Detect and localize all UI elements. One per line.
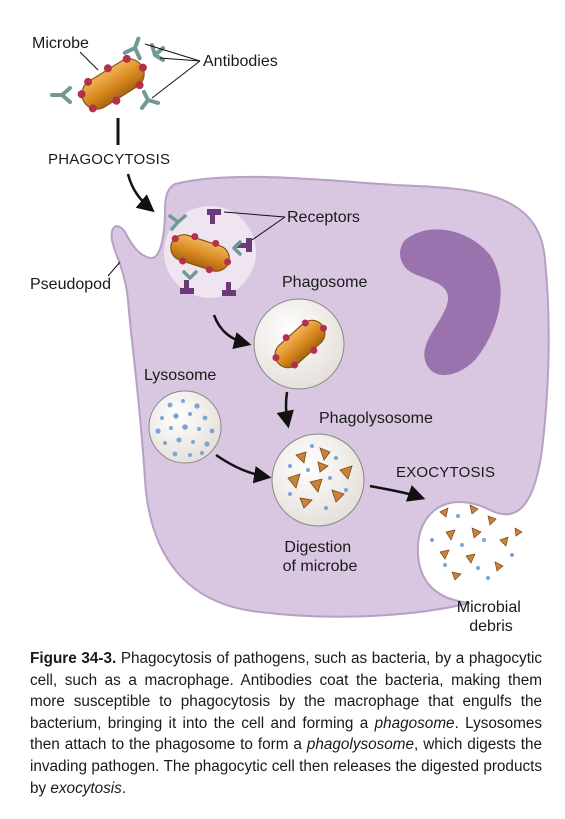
label-phagolysosome: Phagolysosome (319, 410, 433, 427)
phagolysosome-enzymes (288, 444, 348, 510)
caption-term-phagosome: phagosome (374, 714, 455, 732)
label-digestion-line2: of microbe (283, 558, 358, 575)
arrow-exocytosis (369, 484, 426, 502)
phagosome-microbe (272, 319, 327, 369)
antibody-icon (50, 86, 72, 104)
label-phagocytosis: PHAGOCYTOSIS (48, 151, 170, 168)
antibody-icon (122, 36, 142, 61)
lysosome-enzymes (155, 399, 215, 457)
antibody-icon (168, 214, 242, 280)
caption-text-3: , which digests the invading pathogen. T… (30, 736, 542, 797)
free-microbe (77, 54, 147, 113)
figure-label: Figure 34-3. (30, 650, 117, 667)
label-debris: Microbial debris (457, 599, 525, 635)
label-microbe: Microbe (32, 35, 89, 52)
arrow-lysosome-merge (215, 453, 272, 484)
caption-term-phagolysosome: phagolysosome (306, 736, 415, 754)
label-receptors: Receptors (287, 209, 360, 226)
label-phagosome: Phagosome (282, 274, 367, 291)
receptor-icon (222, 282, 236, 296)
caption-text-2: . Lysosomes then attach to the phagosome… (30, 714, 542, 754)
label-debris-line2: debris (469, 618, 513, 635)
antibody-icon (140, 90, 160, 110)
arrow-to-phagolysosome (276, 391, 294, 429)
receptor-icon (180, 280, 194, 294)
caption-text-1: Phagocytosis of pathogens, such as bacte… (30, 650, 543, 732)
arrow-phagocytosis (126, 173, 155, 213)
phagocytosis-diagram: Microbe Antibodies PHAGOCYTOSIS Receptor… (30, 35, 550, 635)
caption-term-exocytosis: exocytosis (50, 779, 122, 797)
label-exocytosis: EXOCYTOSIS (396, 464, 495, 481)
figure-caption: Figure 34-3. Phagocytosis of pathogens, … (30, 648, 542, 799)
label-debris-line1: Microbial (457, 599, 521, 616)
label-digestion: Digestion of microbe (283, 539, 358, 575)
receptor-icon (207, 209, 221, 224)
label-digestion-line1: Digestion (284, 539, 351, 556)
label-pseudopod: Pseudopod (30, 276, 111, 293)
label-lysosome: Lysosome (144, 367, 216, 384)
label-antibodies: Antibodies (203, 53, 278, 70)
engulfed-microbe (170, 233, 232, 274)
caption-text-4: . (121, 779, 127, 797)
nucleus (400, 229, 501, 375)
microbial-debris (430, 504, 523, 581)
receptor-icon (236, 238, 252, 252)
digested-fragments (287, 447, 353, 509)
arrow-to-phagosome (212, 314, 252, 350)
